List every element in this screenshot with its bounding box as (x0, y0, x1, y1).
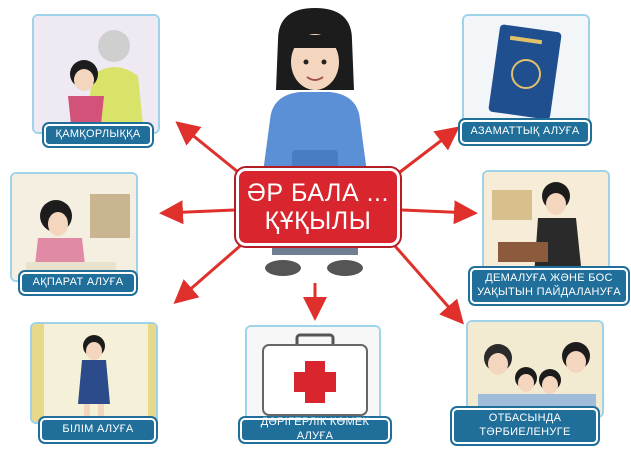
education-illustration (32, 324, 156, 422)
arrow-to-family (393, 245, 464, 325)
label-citizenship: АЗАМАТТЫҚ АЛУҒА (460, 120, 590, 144)
center-title: ӘР БАЛА ... ҚҰҚЫЛЫ (236, 168, 400, 246)
card-leisure (482, 170, 610, 278)
label-education: БІЛІМ АЛУҒА (40, 418, 156, 442)
label-care: ҚАМҚОРЛЫҚҚА (44, 124, 152, 146)
family-illustration (468, 322, 602, 416)
label-medical: ДӘРІГЕРЛІК КӨМЕК АЛУҒА (240, 416, 390, 442)
information-illustration (12, 174, 136, 280)
card-education (30, 322, 158, 424)
first-aid-kit-illustration (247, 327, 379, 421)
arrow-to-education (173, 244, 241, 304)
leisure-illustration (484, 172, 608, 276)
center-title-line2: ҚҰҚЫЛЫ (264, 207, 372, 235)
arrow-to-citizenship (399, 126, 460, 174)
label-leisure: ДЕМАЛУҒА ЖӘНЕ БОС УАҚЫТЫН ПАЙДАЛАНУҒА (470, 268, 628, 304)
arrow-to-care (175, 121, 239, 174)
arrow-to-information (159, 200, 235, 225)
card-family (466, 320, 604, 418)
care-illustration (34, 16, 158, 132)
card-medical (245, 325, 381, 423)
card-citizenship (462, 14, 590, 130)
card-care (32, 14, 160, 134)
label-information: АҚПАРАТ АЛУҒА (20, 272, 136, 294)
card-information (10, 172, 138, 282)
arrow-to-leisure (401, 200, 478, 225)
center-title-line1: ӘР БАЛА ... (247, 179, 389, 207)
passport-illustration (464, 16, 588, 128)
label-family: ОТБАСЫНДА ТӘРБИЕЛЕНУГЕ (452, 408, 598, 444)
